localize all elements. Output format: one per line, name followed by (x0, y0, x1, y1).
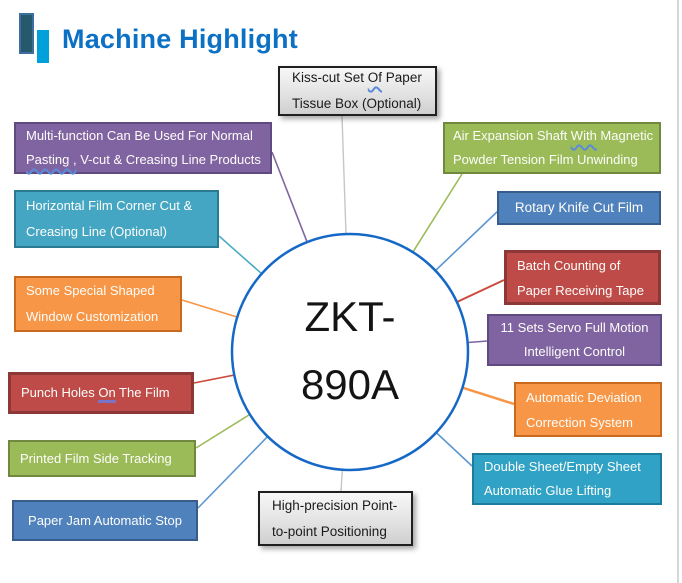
feature-box-multi-function: Multi-function Can Be Used For Normal Pa… (14, 122, 272, 174)
feature-text: to-point Positioning (272, 523, 387, 539)
feature-text: Batch Counting of (517, 257, 621, 273)
text-segment: Magnetic (596, 128, 654, 143)
feature-box-servo-control: 11 Sets Servo Full Motion Intelligent Co… (487, 314, 662, 366)
spellcheck-marked-word: With (570, 128, 597, 143)
feature-text: Intelligent Control (523, 344, 626, 359)
spellcheck-marked-word: Pasting , (26, 152, 77, 167)
model-line-2: 890A (300, 361, 400, 408)
feature-text: Rotary Knife Cut Film (514, 200, 644, 215)
feature-box-air-expansion: Air Expansion Shaft With Magnetic Powder… (443, 122, 661, 174)
feature-text: Tissue Box (Optional) (292, 96, 422, 111)
feature-text: Double Sheet/Empty Sheet (484, 459, 641, 474)
feature-box-printed-film: Printed Film Side Tracking (8, 440, 196, 477)
text-segment: Punch Holes (21, 385, 99, 400)
model-line-1: ZKT- (304, 293, 396, 340)
spellcheck-marked-word: On (98, 385, 116, 403)
feature-text: Horizontal Film Corner Cut & (26, 198, 193, 213)
feature-text: Multi-function Can Be Used For Normal (26, 128, 253, 143)
feature-text: Pasting , V-cut & Creasing Line Products (26, 148, 264, 172)
logo-bar-dark (19, 13, 34, 54)
feature-text: Correction System (526, 414, 633, 430)
feature-text: Automatic Deviation (526, 389, 642, 405)
text-segment: Kiss-cut Set (292, 70, 368, 85)
feature-text: Powder Tension Film Unwinding (453, 152, 638, 167)
model-label: ZKT- 890A (232, 283, 468, 419)
hub-circle (230, 232, 470, 472)
feature-box-paper-jam: Paper Jam Automatic Stop (12, 500, 198, 541)
logo-bar-light (37, 30, 49, 63)
feature-box-horizontal-corner: Horizontal Film Corner Cut & Creasing Li… (14, 190, 219, 248)
text-segment: The Film (115, 385, 170, 400)
feature-text: Creasing Line (Optional) (26, 224, 167, 239)
text-segment: V-cut & Creasing Line Products (76, 152, 261, 167)
feature-text: Window Customization (26, 309, 159, 324)
feature-box-kiss-cut: Kiss-cut Set Of Paper Tissue Box (Option… (278, 66, 437, 116)
feature-text: Air Expansion Shaft With Magnetic (453, 124, 653, 148)
feature-text: Some Special Shaped (26, 283, 155, 298)
feature-text: Paper Jam Automatic Stop (28, 512, 182, 528)
text-segment: Air Expansion Shaft (453, 128, 571, 143)
text-segment: Paper (382, 70, 422, 85)
page-title: Machine Highlight (62, 24, 298, 54)
feature-text: Kiss-cut Set Of Paper (292, 65, 429, 91)
feature-box-window-custom: Some Special Shaped Window Customization (14, 276, 182, 332)
feature-box-punch-holes: Punch Holes On The Film (8, 372, 194, 414)
spellcheck-marked-word: Of (367, 70, 383, 85)
feature-text: 11 Sets Servo Full Motion (500, 320, 649, 335)
feature-text: Automatic Glue Lifting (484, 483, 612, 498)
page-edge-line (677, 0, 679, 583)
feature-box-double-sheet: Double Sheet/Empty Sheet Automatic Glue … (472, 453, 662, 505)
feature-box-rotary-knife: Rotary Knife Cut Film (497, 191, 661, 225)
feature-text: High-precision Point- (272, 497, 398, 513)
feature-box-batch-counting: Batch Counting of Paper Receiving Tape (504, 250, 661, 305)
feature-box-deviation-correction: Automatic Deviation Correction System (514, 382, 662, 437)
feature-text: Printed Film Side Tracking (20, 450, 172, 466)
feature-text: Paper Receiving Tape (517, 282, 644, 298)
feature-box-high-precision: High-precision Point- to-point Positioni… (258, 491, 413, 546)
feature-text: Punch Holes On The Film (21, 381, 185, 405)
